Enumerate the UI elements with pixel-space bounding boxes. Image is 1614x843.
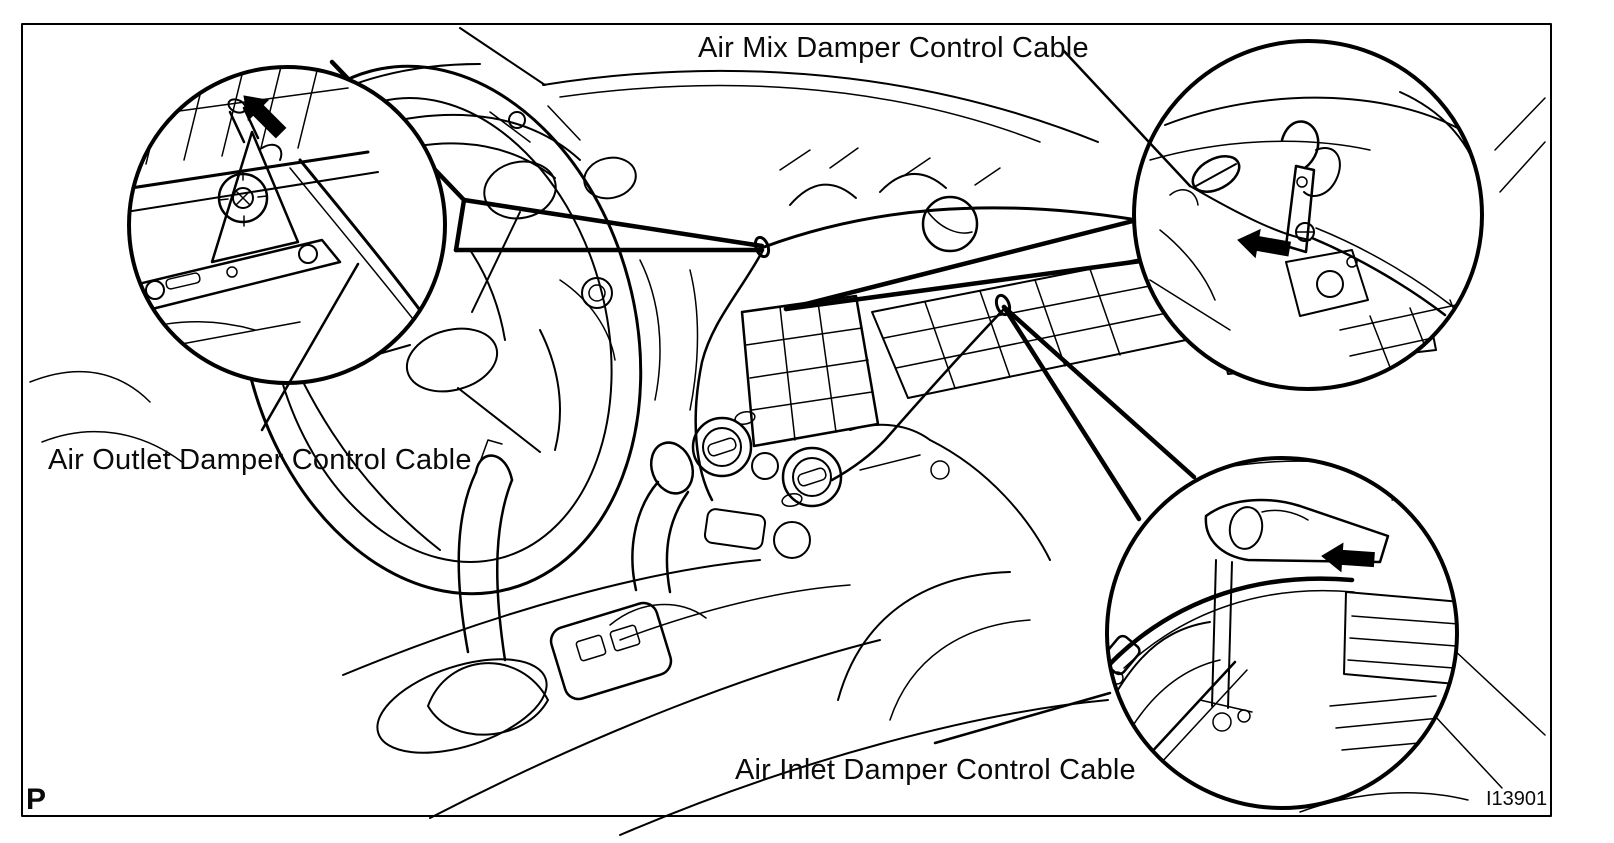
callout-circle [1105, 456, 1459, 810]
direction-arrow-icon [1237, 228, 1292, 259]
label-air-mix-damper-control-cable: Air Mix Damper Control Cable [698, 32, 1089, 64]
control-cable [694, 250, 764, 502]
inlet-duct-arm [1204, 498, 1390, 564]
shift-lever [609, 441, 707, 626]
grommet [753, 235, 771, 259]
callout-air-inlet-detail [1105, 456, 1459, 810]
center-console [342, 559, 881, 819]
label-leader-lines [260, 48, 1192, 745]
ignition-cylinder [581, 277, 613, 309]
round-vent [921, 195, 979, 253]
label-air-inlet-damper-control-cable: Air Inlet Damper Control Cable [735, 754, 1136, 786]
window-switch-panel [549, 601, 673, 701]
callout-circle [1132, 39, 1484, 391]
mix-cable [1310, 236, 1447, 317]
label-air-outlet-damper-control-cable: Air Outlet Damper Control Cable [48, 444, 472, 476]
radio-opening-grid [740, 294, 880, 448]
parking-brake-lever [427, 439, 549, 736]
page-marker: P [26, 783, 47, 816]
hvac-control-panel [691, 411, 843, 559]
mix-damper-lever [1284, 164, 1316, 254]
direction-arrow-icon [243, 95, 287, 139]
figure-code: I13901 [1486, 788, 1548, 810]
hazard-switch [703, 508, 767, 550]
figure-border [21, 23, 1552, 817]
main-dashboard-art [29, 27, 1546, 836]
callout-air-mix-detail [1132, 39, 1484, 391]
direction-arrow-icon [1321, 542, 1375, 573]
callout-air-outlet-detail [127, 65, 447, 385]
callout-circle [127, 65, 447, 385]
inlet-cable [1115, 576, 1355, 659]
steering-wheel [237, 64, 643, 596]
